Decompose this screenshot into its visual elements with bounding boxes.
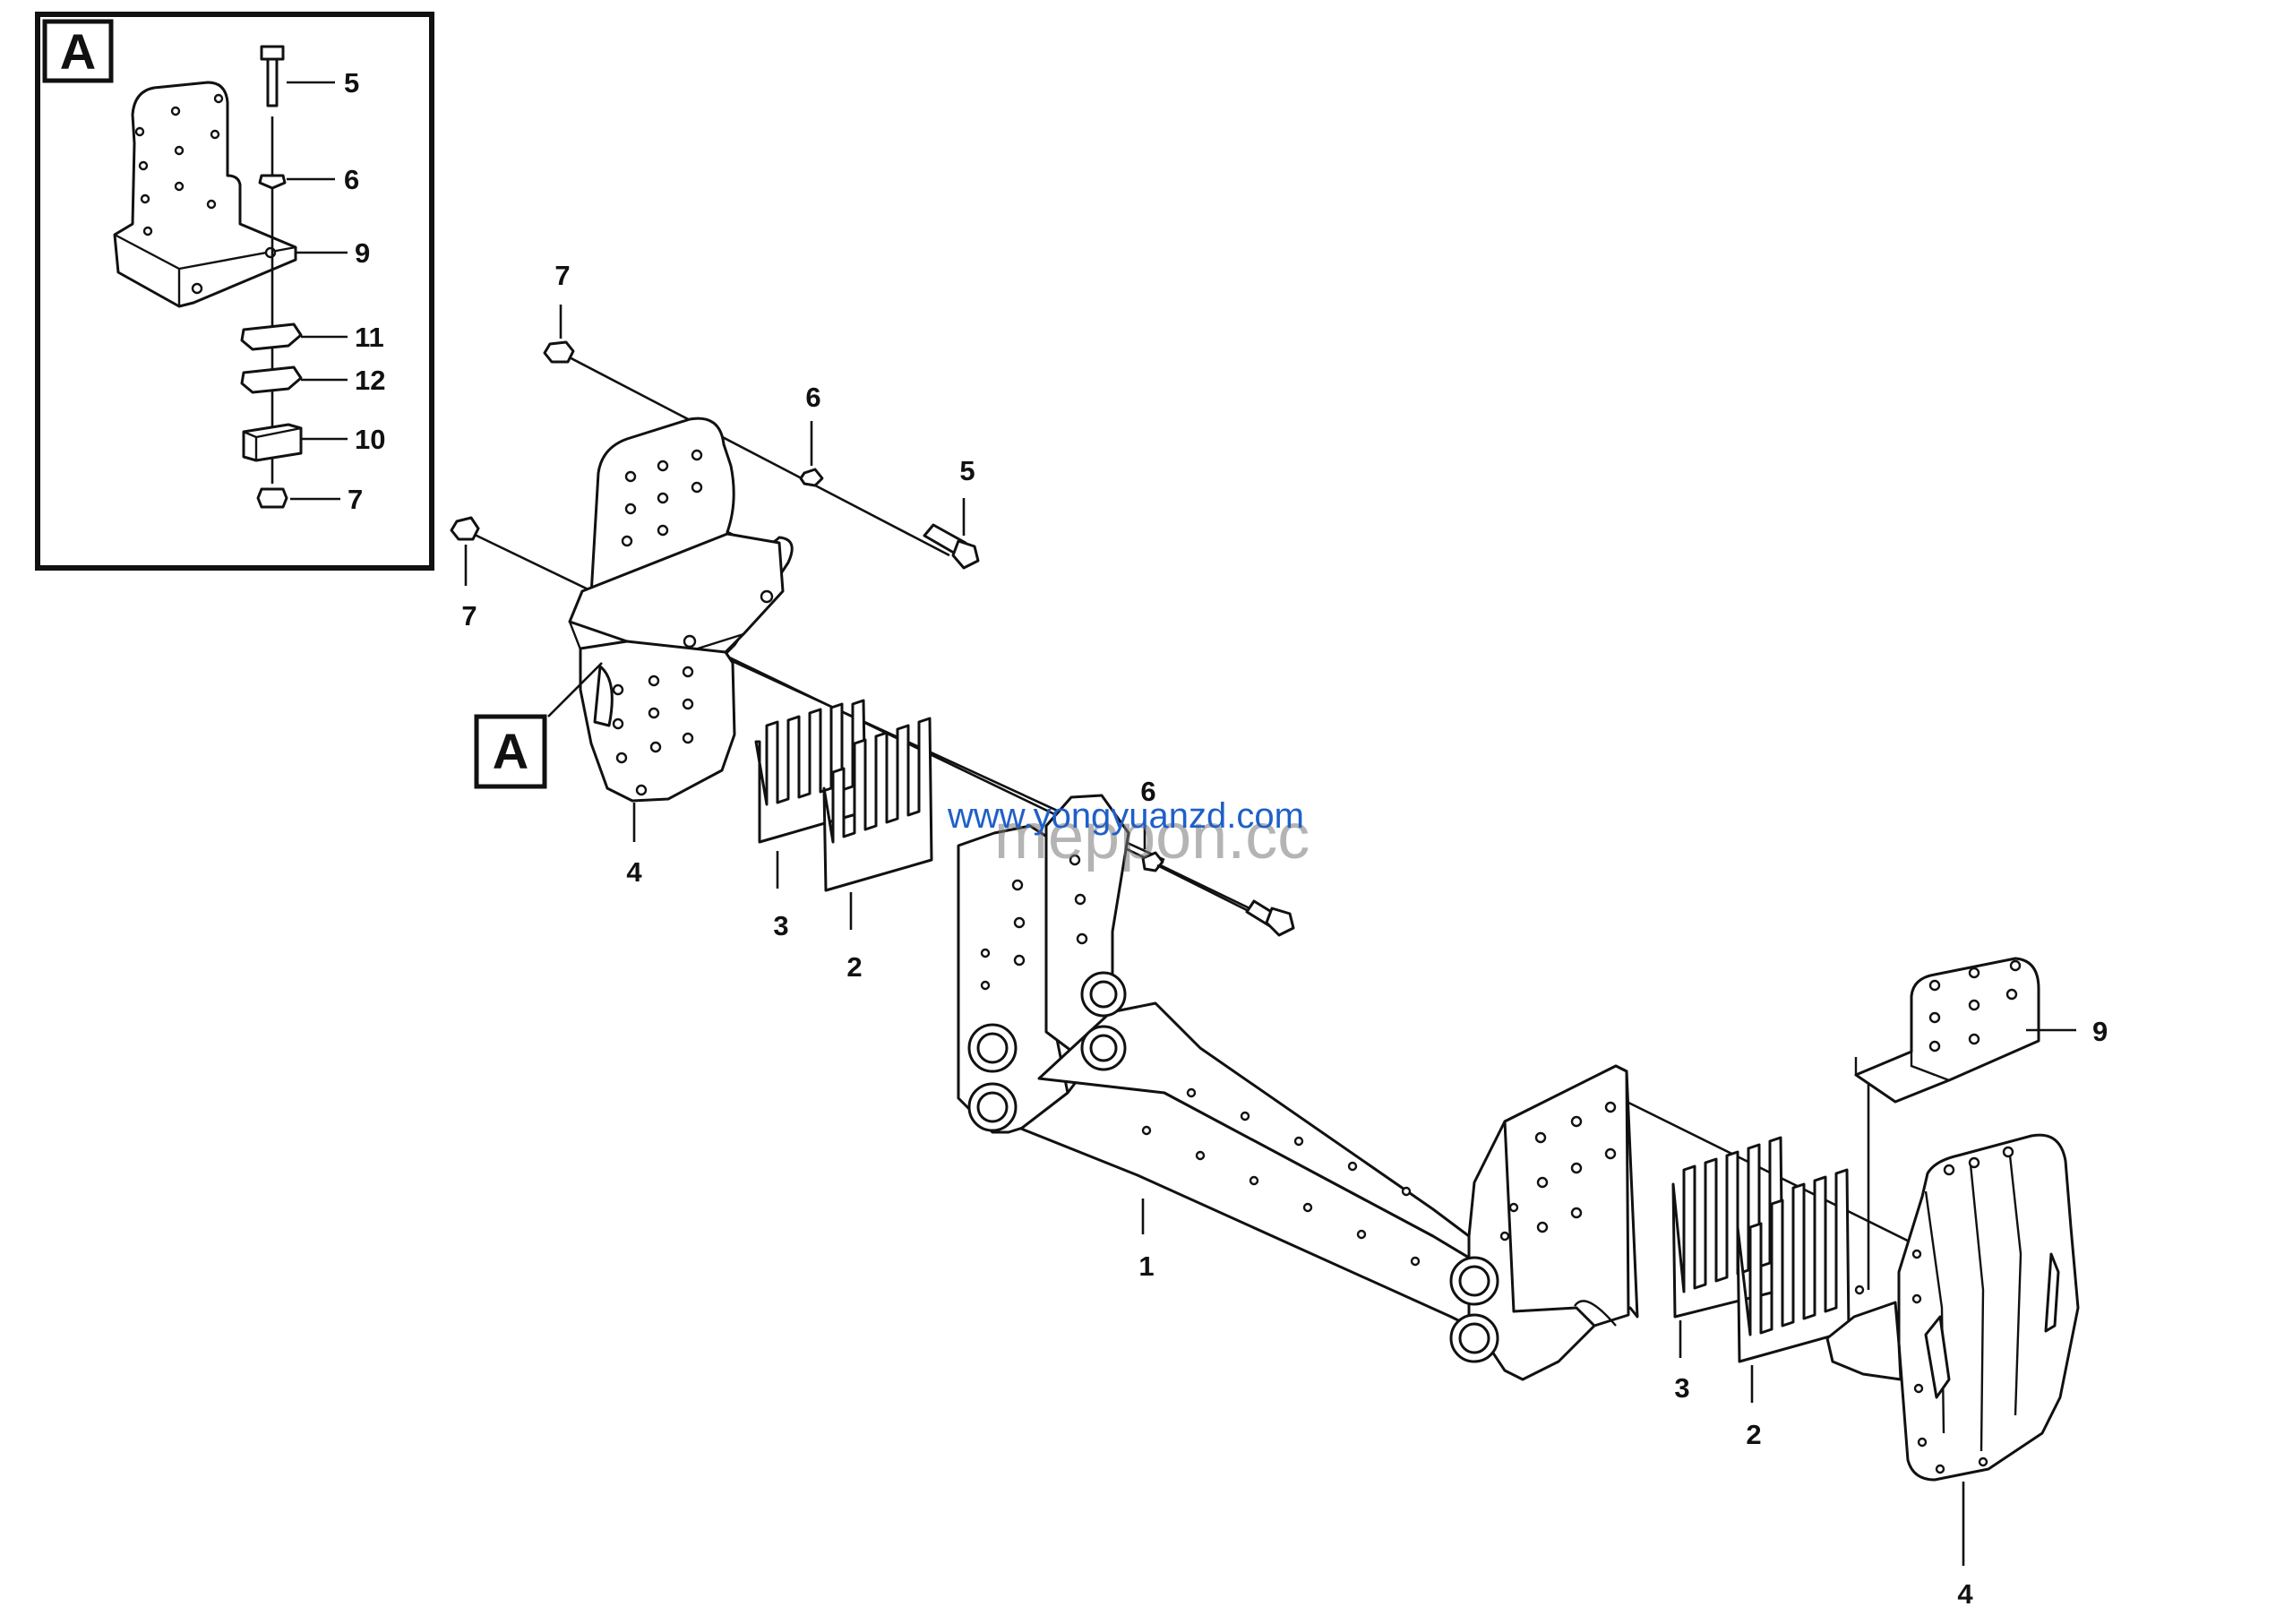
main-callout-letter: A xyxy=(493,723,528,779)
main-frame xyxy=(957,794,1639,1381)
left-shims xyxy=(754,699,933,892)
label-shim-2-right: 2 xyxy=(1746,1419,1761,1450)
left-bracket-holes xyxy=(612,449,774,796)
inset-bracket xyxy=(113,81,297,308)
label-bolt-top: 5 xyxy=(959,455,975,486)
inset-label-5: 5 xyxy=(344,67,359,99)
top-fasteners xyxy=(450,340,980,570)
inset-fastener-stack xyxy=(240,45,303,509)
left-bracket xyxy=(568,417,794,803)
watermark-url: www.yongyuanzd.com xyxy=(947,796,1304,836)
main-leaders xyxy=(464,305,2076,1566)
watermark-brand: meppon.cc xyxy=(994,801,1310,872)
main-callout-box xyxy=(474,714,547,789)
inset-label-7: 7 xyxy=(348,484,363,515)
label-nut-top: 7 xyxy=(554,260,570,291)
inset-label-11: 11 xyxy=(355,322,384,353)
frame-holes xyxy=(980,854,1617,1267)
inset-label-9: 9 xyxy=(355,237,370,269)
label-shim-3-right: 3 xyxy=(1674,1372,1689,1404)
nut-side-icon xyxy=(450,516,480,541)
label-plate-right: 9 xyxy=(2092,1016,2108,1047)
label-bracket-left: 4 xyxy=(626,856,642,888)
right-plate xyxy=(1854,957,2040,1104)
label-shim-2-left: 2 xyxy=(846,951,862,983)
label-shim-3-left: 3 xyxy=(773,910,788,941)
mid-fasteners xyxy=(1141,851,1295,937)
label-frame: 1 xyxy=(1138,1250,1154,1282)
inset-label-12: 12 xyxy=(355,365,385,396)
nut-top-icon xyxy=(543,340,575,364)
inset-callout-box xyxy=(42,19,114,83)
bolt-top-icon xyxy=(923,523,980,570)
inset-label-10: 10 xyxy=(355,424,385,455)
inset-leaders xyxy=(287,81,348,501)
right-shims xyxy=(1671,1136,1851,1363)
label-washer-top: 6 xyxy=(805,382,820,413)
label-nut-side: 7 xyxy=(461,600,477,632)
detail-inset: A xyxy=(35,12,434,571)
inset-callout-letter: A xyxy=(60,23,96,80)
inset-label-6: 6 xyxy=(344,164,359,195)
label-washer-mid: 6 xyxy=(1140,776,1155,807)
right-bracket xyxy=(1825,1133,2080,1482)
washer-top-icon xyxy=(799,468,824,487)
frame-bushings xyxy=(967,971,1499,1363)
inset-frame xyxy=(35,12,434,571)
main-callout: A xyxy=(474,662,603,789)
bolt-mid-icon xyxy=(1245,899,1295,937)
label-bracket-right: 4 xyxy=(1957,1578,1973,1610)
